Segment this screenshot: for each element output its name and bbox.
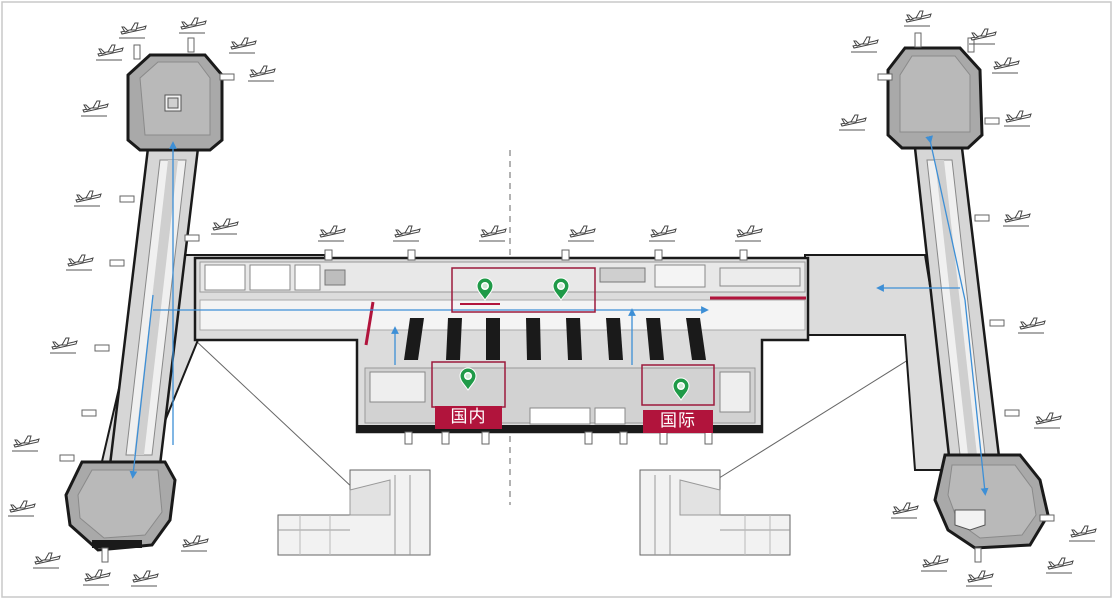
airplane-icon xyxy=(130,570,159,587)
airplane-icon xyxy=(567,225,596,242)
airplane-icon xyxy=(82,569,111,586)
airplane-icon xyxy=(965,570,994,587)
airplane-icon xyxy=(210,218,239,235)
airplane-icon xyxy=(80,100,109,117)
airplane-icon xyxy=(1002,210,1031,227)
airplane-icon xyxy=(890,502,919,519)
airplane-icon xyxy=(1068,525,1097,542)
airplane-icon xyxy=(1017,317,1046,334)
airplane-icon xyxy=(11,435,40,452)
airplane-icon xyxy=(838,114,867,131)
airplane-icon xyxy=(180,535,209,552)
walking-routes xyxy=(129,135,989,496)
airplane-icon xyxy=(392,225,421,242)
gate-stubs xyxy=(324,249,748,445)
airplane-icon xyxy=(317,225,346,242)
airplane-icon xyxy=(1033,412,1062,429)
airplane-icon xyxy=(991,57,1020,74)
ground-structure-left xyxy=(194,339,431,556)
airplane-icon xyxy=(32,552,61,569)
airplane-icon xyxy=(1045,557,1074,574)
security-check-highlight xyxy=(451,267,596,313)
airplane-icon xyxy=(7,500,36,517)
airplane-icon xyxy=(73,190,102,207)
airplane-icon xyxy=(478,225,507,242)
airplane-icon xyxy=(247,65,276,82)
international-label[interactable]: 国际 xyxy=(643,410,713,433)
airplane-icon xyxy=(1003,110,1032,127)
airplane-icon xyxy=(178,17,207,34)
airplane-icon xyxy=(65,254,94,271)
airplane-icon xyxy=(118,22,147,39)
domestic-label[interactable]: 国内 xyxy=(435,406,502,429)
airplane-icon xyxy=(49,337,78,354)
airplane-icon xyxy=(920,555,949,572)
ground-structure-right xyxy=(639,339,941,556)
international-highlight xyxy=(641,364,715,406)
airplane-icon xyxy=(95,44,124,61)
airplane-icon xyxy=(228,37,257,54)
airplane-icon xyxy=(734,225,763,242)
airplane-icon xyxy=(648,225,677,242)
airplane-icon xyxy=(903,10,932,27)
checkin-islands xyxy=(404,318,706,360)
airplane-icon xyxy=(850,36,879,53)
